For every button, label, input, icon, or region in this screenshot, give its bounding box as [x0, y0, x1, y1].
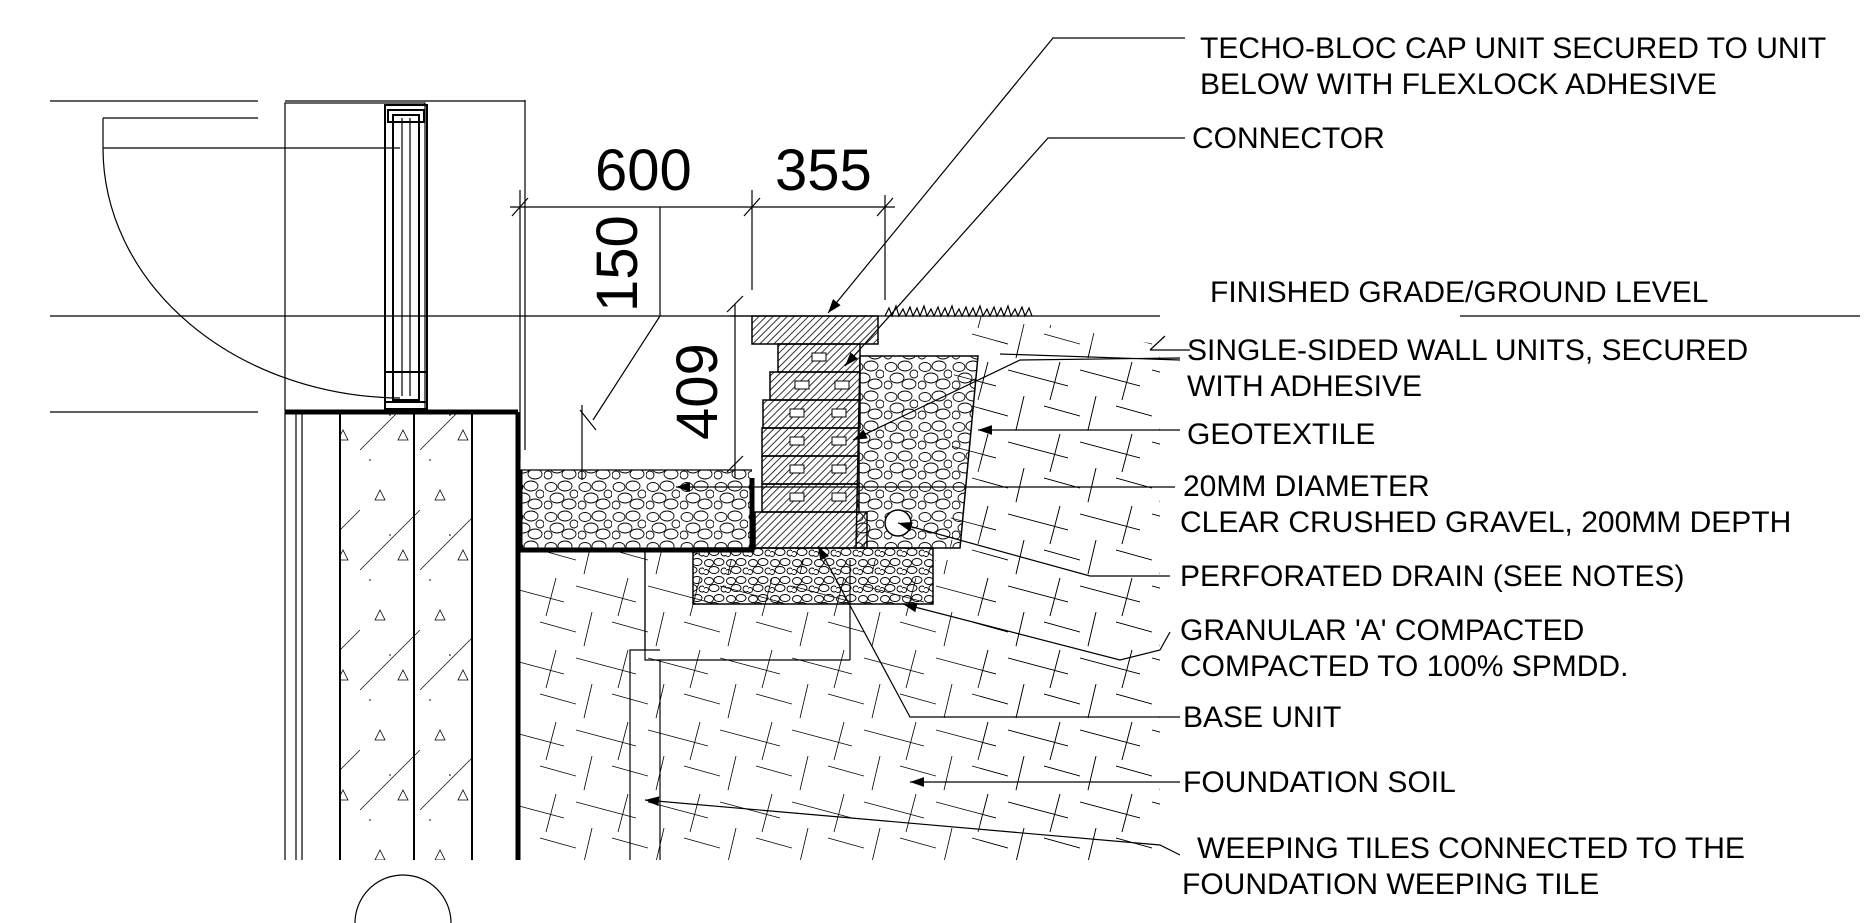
grass-surface: [884, 304, 1033, 318]
label-granular-line1: GRANULAR 'A' COMPACTED: [1180, 614, 1584, 647]
label-wall-units-line1: SINGLE-SIDED WALL UNITS, SECURED: [1187, 334, 1748, 367]
label-perforated-drain: PERFORATED DRAIN (SEE NOTES): [1180, 560, 1685, 593]
dim-150: 150: [585, 215, 650, 312]
label-connector: CONNECTOR: [1192, 122, 1385, 155]
wall-units: [751, 315, 879, 549]
label-gravel-line1: 20MM DIAMETER: [1183, 470, 1430, 503]
dim-600: 600: [595, 138, 692, 203]
granular-a-base: [692, 547, 934, 605]
house-window-elevation: [50, 100, 526, 450]
callout-labels: TECHO-BLOC CAP UNIT SECURED TO UNIT BELO…: [1180, 32, 1826, 901]
label-foundation-soil: FOUNDATION SOIL: [1183, 766, 1456, 799]
label-wall-units-line2: WITH ADHESIVE: [1187, 370, 1422, 403]
base-unit: [754, 511, 868, 549]
dim-409: 409: [665, 343, 730, 440]
label-cap-unit-line1: TECHO-BLOC CAP UNIT SECURED TO UNIT: [1200, 32, 1826, 65]
dimension-lines: [510, 190, 895, 480]
label-weeping-line2: FOUNDATION WEEPING TILE: [1182, 868, 1599, 901]
label-cap-unit-line2: BELOW WITH FLEXLOCK ADHESIVE: [1200, 68, 1717, 101]
clear-gravel-zone: [855, 355, 979, 549]
foundation-wall: [284, 409, 521, 860]
label-base-unit: BASE UNIT: [1183, 701, 1341, 734]
detail-reference-bubble: [354, 874, 452, 923]
dim-355: 355: [775, 138, 872, 203]
label-granular-line2: COMPACTED TO 100% SPMDD.: [1180, 650, 1628, 683]
weeping-tile-trench: [629, 552, 851, 860]
label-geotextile: GEOTEXTILE: [1187, 418, 1375, 451]
planter-box: [517, 469, 755, 553]
label-weeping-line1: WEEPING TILES CONNECTED TO THE: [1197, 832, 1745, 865]
leader-lines: [644, 37, 1190, 856]
cap-unit: [751, 315, 879, 345]
label-gravel-line2: CLEAR CRUSHED GRAVEL, 200MM DEPTH: [1180, 506, 1791, 539]
label-finished-grade: FINISHED GRADE/GROUND LEVEL: [1210, 276, 1708, 309]
